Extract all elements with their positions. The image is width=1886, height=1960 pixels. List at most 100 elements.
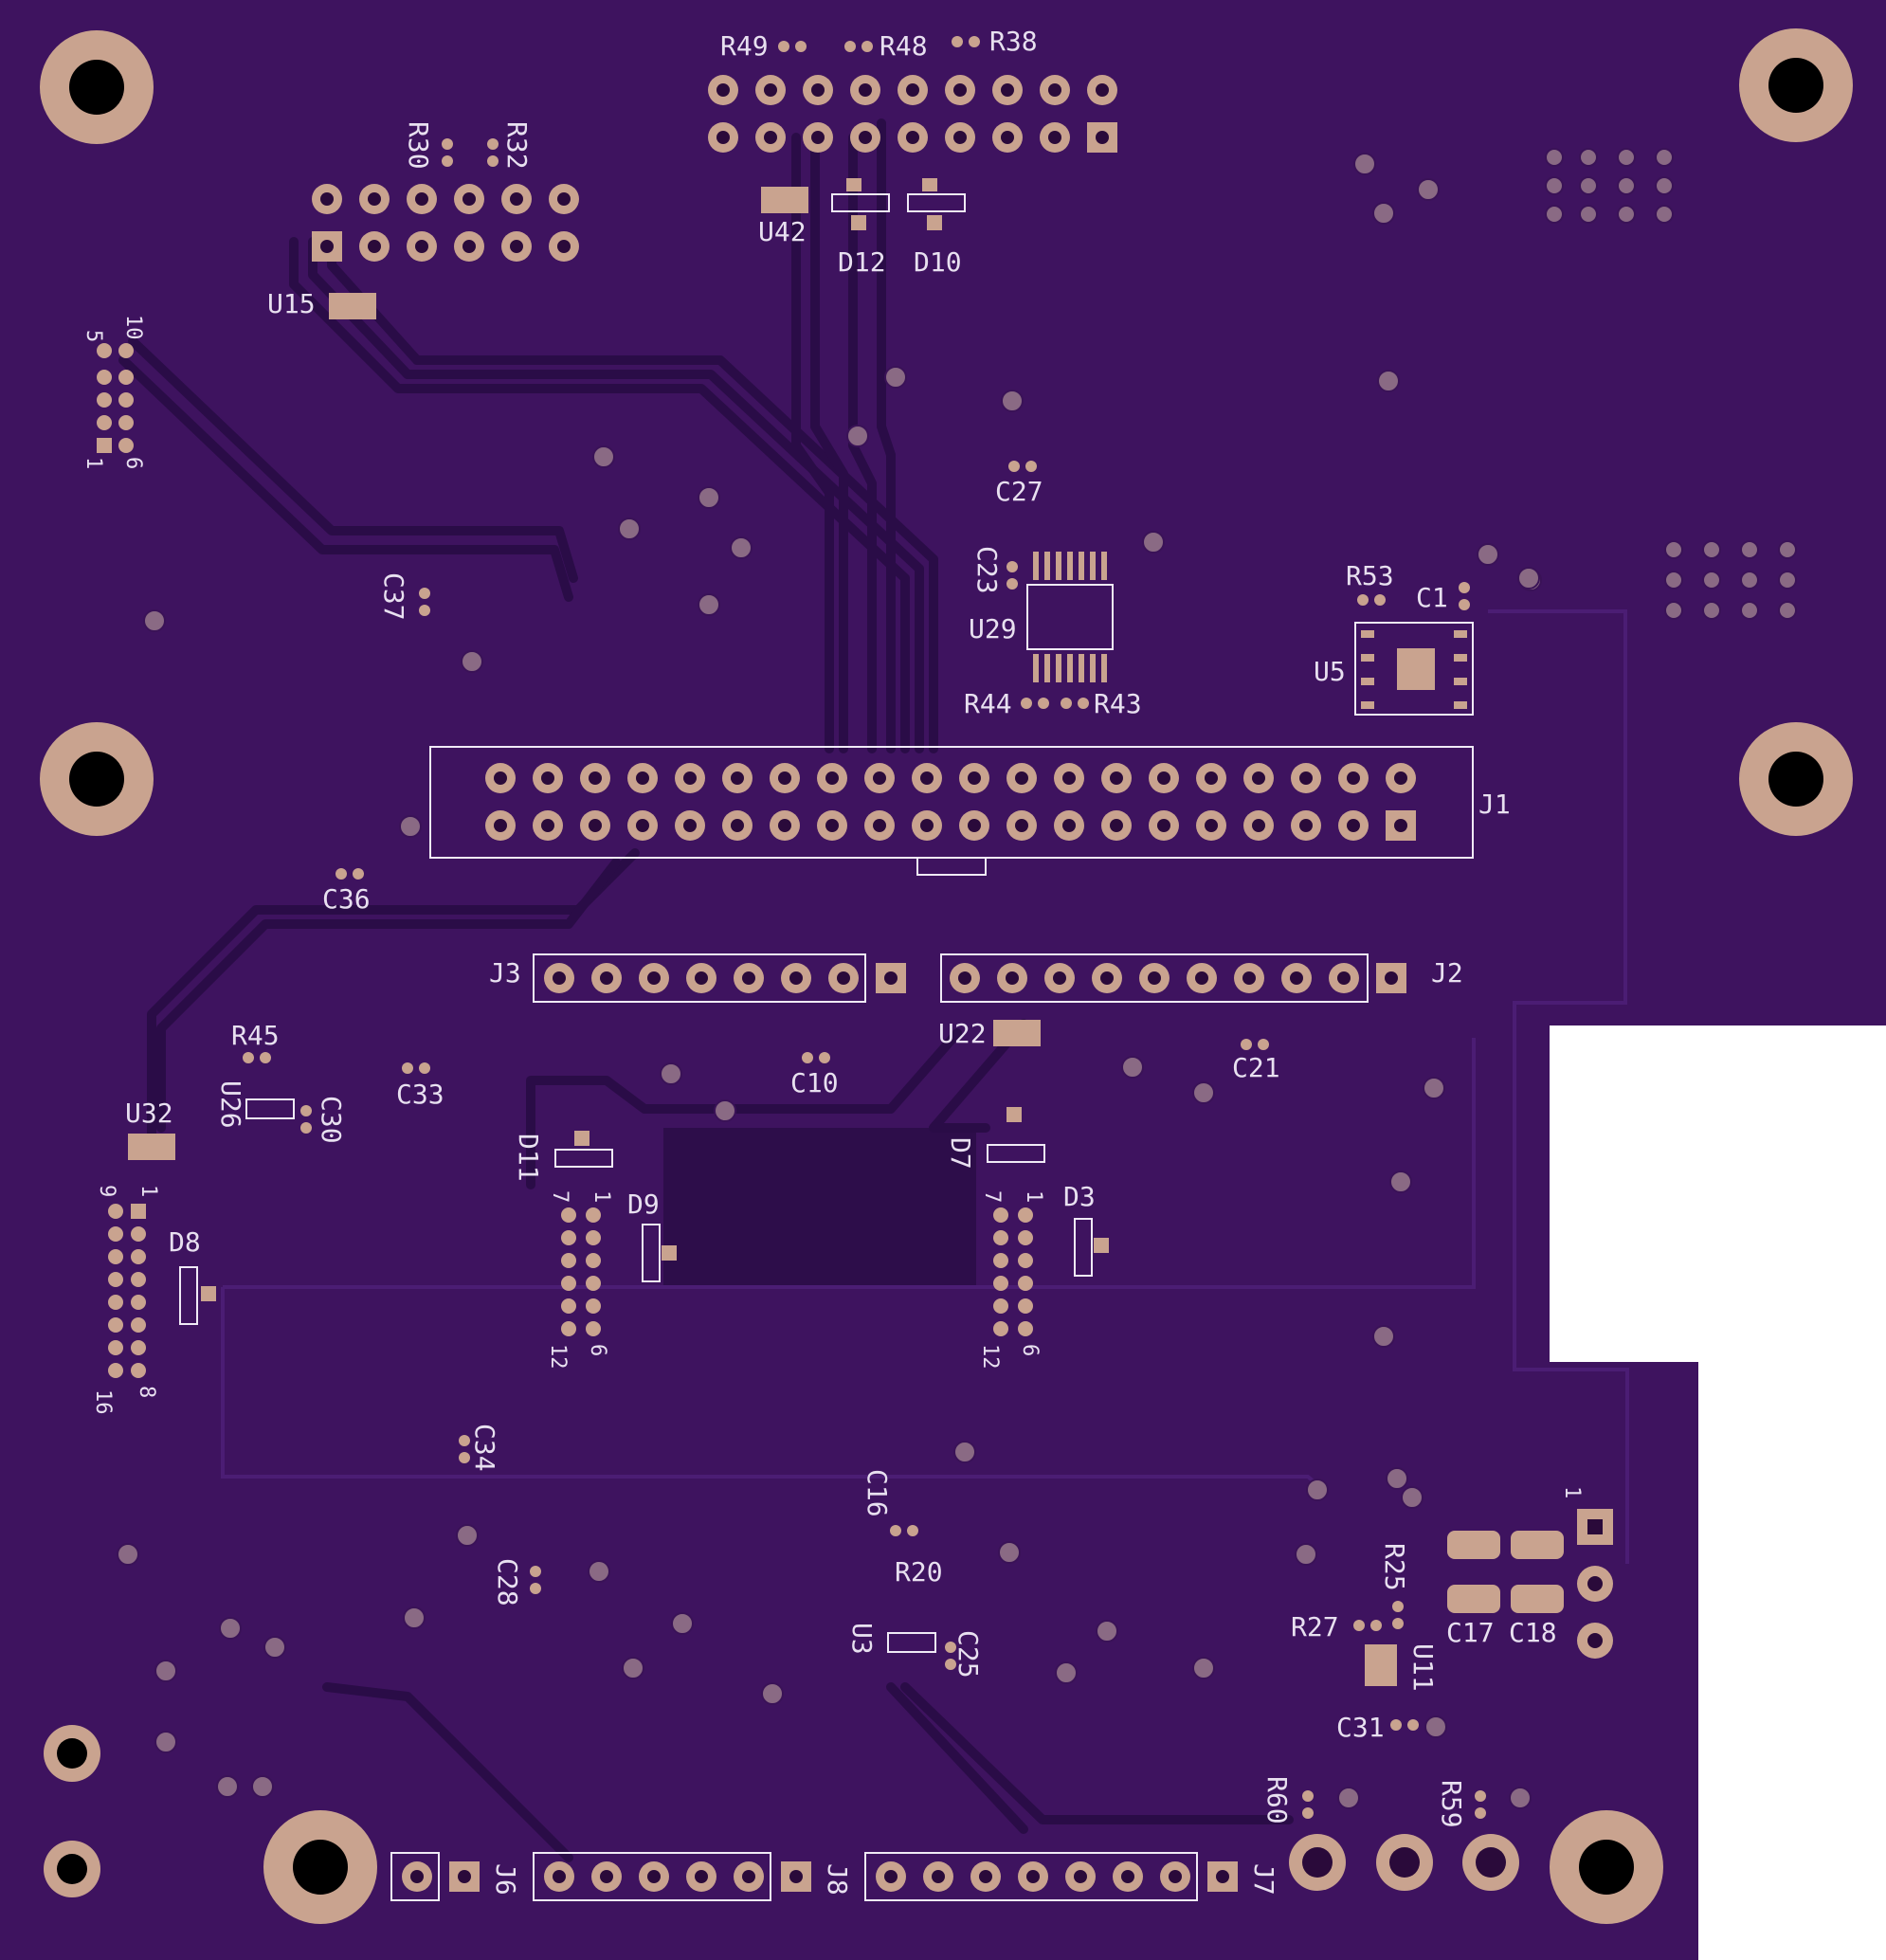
pin-label-d11-1: 1 bbox=[589, 1190, 613, 1203]
label-u15: U15 bbox=[267, 288, 316, 319]
j6-outline bbox=[390, 1852, 440, 1901]
label-c23: C23 bbox=[971, 546, 1003, 594]
label-c10: C10 bbox=[790, 1067, 839, 1098]
label-c17: C17 bbox=[1446, 1617, 1495, 1648]
pin-label-d7-1: 1 bbox=[1022, 1190, 1045, 1203]
j3-header bbox=[544, 963, 906, 993]
pin-label-u32-16: 16 bbox=[91, 1389, 115, 1415]
j8-header bbox=[544, 1861, 811, 1892]
left-header-2x6 bbox=[312, 184, 579, 262]
ground-pour-outline bbox=[1488, 609, 1629, 1564]
pin-label-u32-8: 8 bbox=[135, 1386, 158, 1398]
u29-ic bbox=[1026, 552, 1114, 682]
label-j3: J3 bbox=[489, 957, 521, 989]
label-c1: C1 bbox=[1416, 582, 1448, 613]
label-u3: U3 bbox=[846, 1623, 878, 1655]
pin-label-10: 10 bbox=[121, 315, 145, 340]
label-c30: C30 bbox=[316, 1096, 347, 1144]
pin-label-d11-7: 7 bbox=[548, 1190, 571, 1203]
power-terminals bbox=[1289, 1834, 1519, 1891]
label-c18: C18 bbox=[1509, 1617, 1557, 1648]
label-d10: D10 bbox=[914, 246, 962, 278]
label-c21: C21 bbox=[1232, 1052, 1280, 1083]
label-c16: C16 bbox=[861, 1469, 893, 1517]
copper-pour-center bbox=[663, 1128, 976, 1289]
pin-label-u32-1: 1 bbox=[136, 1185, 160, 1197]
label-c34: C34 bbox=[469, 1424, 500, 1472]
label-u32: U32 bbox=[125, 1098, 173, 1129]
via-grid-right bbox=[1545, 148, 1797, 620]
passives-0402 bbox=[243, 36, 1486, 1819]
pin-label-pwr-1: 1 bbox=[1560, 1486, 1584, 1498]
label-r27: R27 bbox=[1291, 1611, 1339, 1642]
cap-c17-c18 bbox=[1447, 1531, 1564, 1613]
label-u26: U26 bbox=[215, 1080, 246, 1129]
label-c37: C37 bbox=[378, 572, 409, 621]
label-r38: R38 bbox=[989, 26, 1038, 57]
label-u22: U22 bbox=[938, 1018, 987, 1049]
smd-small-parts bbox=[128, 178, 1397, 1686]
pin-label-6: 6 bbox=[121, 457, 145, 469]
pin-label-5: 5 bbox=[82, 330, 105, 342]
pin-label-u32-9: 9 bbox=[95, 1185, 118, 1197]
pin-label-d11-6: 6 bbox=[586, 1344, 609, 1356]
label-r60: R60 bbox=[1261, 1776, 1293, 1824]
j7-outline bbox=[864, 1852, 1198, 1901]
label-r43: R43 bbox=[1094, 688, 1142, 719]
label-j2: J2 bbox=[1431, 957, 1463, 989]
j6-header bbox=[402, 1861, 480, 1892]
pin-label-d7-12: 12 bbox=[978, 1344, 1002, 1370]
label-r25: R25 bbox=[1379, 1543, 1410, 1591]
label-d3: D3 bbox=[1063, 1181, 1096, 1212]
j8-outline bbox=[533, 1852, 771, 1901]
label-d7: D7 bbox=[945, 1137, 976, 1170]
label-c31: C31 bbox=[1336, 1712, 1385, 1743]
label-r20: R20 bbox=[895, 1556, 943, 1588]
j1-header-2x20 bbox=[485, 763, 1416, 841]
d7-header-2x6 bbox=[993, 1207, 1033, 1336]
pin-label-d7-7: 7 bbox=[980, 1190, 1004, 1203]
label-u29: U29 bbox=[969, 613, 1017, 644]
label-d11: D11 bbox=[513, 1134, 544, 1182]
u32-header-2x8 bbox=[108, 1204, 146, 1378]
pin-label-d7-6: 6 bbox=[1018, 1344, 1042, 1356]
label-c33: C33 bbox=[396, 1079, 444, 1110]
small-header-2x5 bbox=[97, 343, 134, 453]
u5-qfn bbox=[1354, 622, 1474, 716]
label-r30: R30 bbox=[403, 121, 434, 170]
label-r45: R45 bbox=[231, 1020, 280, 1051]
label-r44: R44 bbox=[964, 688, 1012, 719]
label-r59: R59 bbox=[1436, 1780, 1467, 1828]
label-d9: D9 bbox=[627, 1189, 660, 1220]
label-c36: C36 bbox=[322, 883, 371, 915]
label-d8: D8 bbox=[169, 1226, 201, 1258]
j3-outline bbox=[533, 953, 866, 1003]
scattered-vias bbox=[117, 153, 1542, 1809]
label-r49: R49 bbox=[720, 30, 769, 62]
pin-label-d11-12: 12 bbox=[546, 1344, 570, 1370]
d11-header-2x6 bbox=[561, 1207, 601, 1336]
signal-traces bbox=[118, 118, 1294, 1862]
top-header-2x9 bbox=[708, 75, 1117, 153]
j7-header bbox=[876, 1861, 1238, 1892]
label-u5: U5 bbox=[1314, 656, 1346, 687]
j2-header bbox=[950, 963, 1406, 993]
label-u42: U42 bbox=[758, 216, 807, 247]
label-j6: J6 bbox=[490, 1863, 521, 1896]
mounting-holes bbox=[40, 28, 1853, 1924]
label-r32: R32 bbox=[501, 121, 533, 170]
label-u11: U11 bbox=[1407, 1643, 1439, 1692]
label-j8: J8 bbox=[822, 1863, 853, 1896]
label-r53: R53 bbox=[1346, 560, 1394, 591]
label-r48: R48 bbox=[880, 30, 928, 62]
label-d12: D12 bbox=[838, 246, 886, 278]
label-j1: J1 bbox=[1478, 789, 1511, 820]
power-connector-1x3 bbox=[1577, 1509, 1613, 1659]
j1-key bbox=[916, 857, 987, 876]
label-j7: J7 bbox=[1248, 1863, 1279, 1896]
label-c28: C28 bbox=[492, 1558, 523, 1606]
j2-outline bbox=[940, 953, 1369, 1003]
label-c27: C27 bbox=[995, 476, 1043, 507]
